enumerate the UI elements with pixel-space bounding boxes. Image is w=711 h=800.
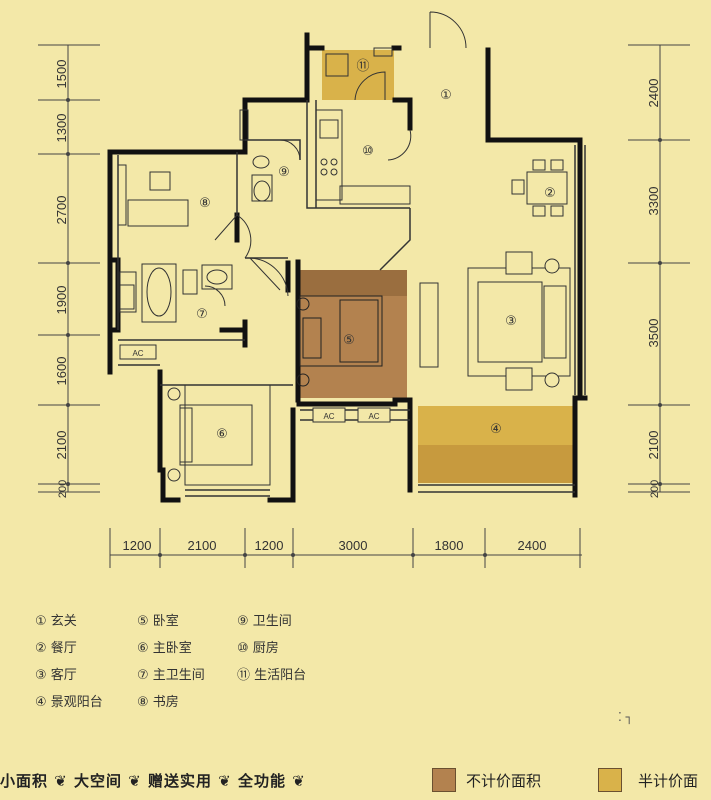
door-swings: [204, 11, 467, 307]
dim-bottom-1200a: 1200: [123, 538, 152, 553]
study-furniture: [117, 164, 189, 227]
dim-left-1500: 1500: [54, 60, 69, 89]
service-balcony-fixtures: [325, 47, 393, 77]
room-3-living: ③: [505, 314, 517, 329]
room-2-dining: ②: [544, 186, 556, 201]
landscape-balcony-inner: [418, 445, 574, 483]
living-room-furniture: [419, 251, 571, 391]
bathroom-fixtures: [239, 109, 273, 202]
dim-right-3500: 3500: [646, 319, 661, 348]
floor-plan: 1500 1300 2700 1900 1600 2100 200 2400 3…: [38, 11, 690, 568]
legend-item: ⑧ 书房: [137, 695, 179, 710]
room-6-master-bedroom: ⑥: [216, 427, 228, 442]
legend-item: ⑨ 卫生间: [237, 614, 292, 629]
room-1-foyer: ①: [440, 88, 452, 103]
dim-right-3300: 3300: [646, 187, 661, 216]
corner-mark: ⁚ ┐: [618, 710, 633, 724]
slogan-text: 小面积 ❦ 大空间 ❦ 赠送实用 ❦ 全功能 ❦: [0, 772, 306, 790]
kitchen-fixtures: [315, 109, 411, 205]
legend-item: ⑦ 主卫生间: [137, 668, 205, 683]
master-bedroom-furniture: [167, 384, 271, 486]
ac-label-2: AC: [323, 412, 334, 421]
half-price-label: 半计价面: [638, 772, 699, 790]
legend-item: ⑥ 主卧室: [137, 641, 192, 656]
legend-item: ③ 客厅: [35, 668, 77, 683]
no-price-label: 不计价面积: [466, 772, 542, 790]
dim-bottom-3000: 3000: [339, 538, 368, 553]
no-price-swatch: [432, 768, 456, 792]
balance-area-overlay: [297, 270, 407, 296]
bedroom-furniture: [296, 295, 383, 387]
dining-table: [511, 159, 568, 217]
left-dimension-chain: [38, 44, 100, 493]
legend-item: ⑪ 生活阳台: [237, 668, 307, 683]
bottom-dimension-chain: [109, 528, 582, 568]
room-10-kitchen: ⑩: [362, 144, 374, 159]
room-4-landscape-balcony: ④: [490, 422, 502, 437]
dim-right-2100: 2100: [646, 431, 661, 460]
dim-left-1600: 1600: [54, 357, 69, 386]
room-5-bedroom: ⑤: [343, 333, 355, 348]
half-price-swatch: [598, 768, 622, 792]
thin-walls: [117, 100, 586, 497]
master-bath-fixtures: [119, 263, 233, 323]
dim-bottom-2400: 2400: [518, 538, 547, 553]
dim-right-2400: 2400: [646, 79, 661, 108]
footer-bar: 小面积 ❦ 大空间 ❦ 赠送实用 ❦ 全功能 ❦ 不计价面积 半计价面: [0, 766, 711, 800]
room-legend: ① 玄关 ⑤ 卧室 ⑨ 卫生间 ② 餐厅 ⑥ 主卧室 ⑩ 厨房 ③ 客厅 ⑦ 主…: [35, 610, 357, 710]
legend-item: ⑤ 卧室: [137, 614, 179, 629]
service-balcony-half-price: [322, 50, 394, 100]
legend-item: [237, 691, 357, 710]
dim-left-2100: 2100: [54, 431, 69, 460]
room-8-study: ⑧: [199, 196, 211, 211]
dim-right-200: 200: [649, 480, 661, 498]
legend-item: ⑩ 厨房: [237, 641, 279, 656]
room-9-bathroom: ⑨: [278, 165, 290, 180]
ac-label-1: AC: [132, 349, 143, 358]
dim-bottom-1200b: 1200: [255, 538, 284, 553]
ac-label-3: AC: [368, 412, 379, 421]
right-dimension-chain: [628, 44, 690, 493]
room-7-master-bath: ⑦: [196, 307, 208, 322]
legend-item: ② 餐厅: [35, 641, 77, 656]
dim-left-200: 200: [57, 480, 69, 498]
legend-item: ① 玄关: [35, 614, 77, 629]
dim-bottom-2100: 2100: [188, 538, 217, 553]
room-11-service-balcony: ⑪: [356, 59, 369, 74]
dim-left-1300: 1300: [54, 114, 69, 143]
dim-left-2700: 2700: [54, 196, 69, 225]
dim-left-1900: 1900: [54, 286, 69, 315]
ac-units: [119, 284, 391, 423]
dim-bottom-1800: 1800: [435, 538, 464, 553]
legend-item: ④ 景观阳台: [35, 695, 103, 710]
